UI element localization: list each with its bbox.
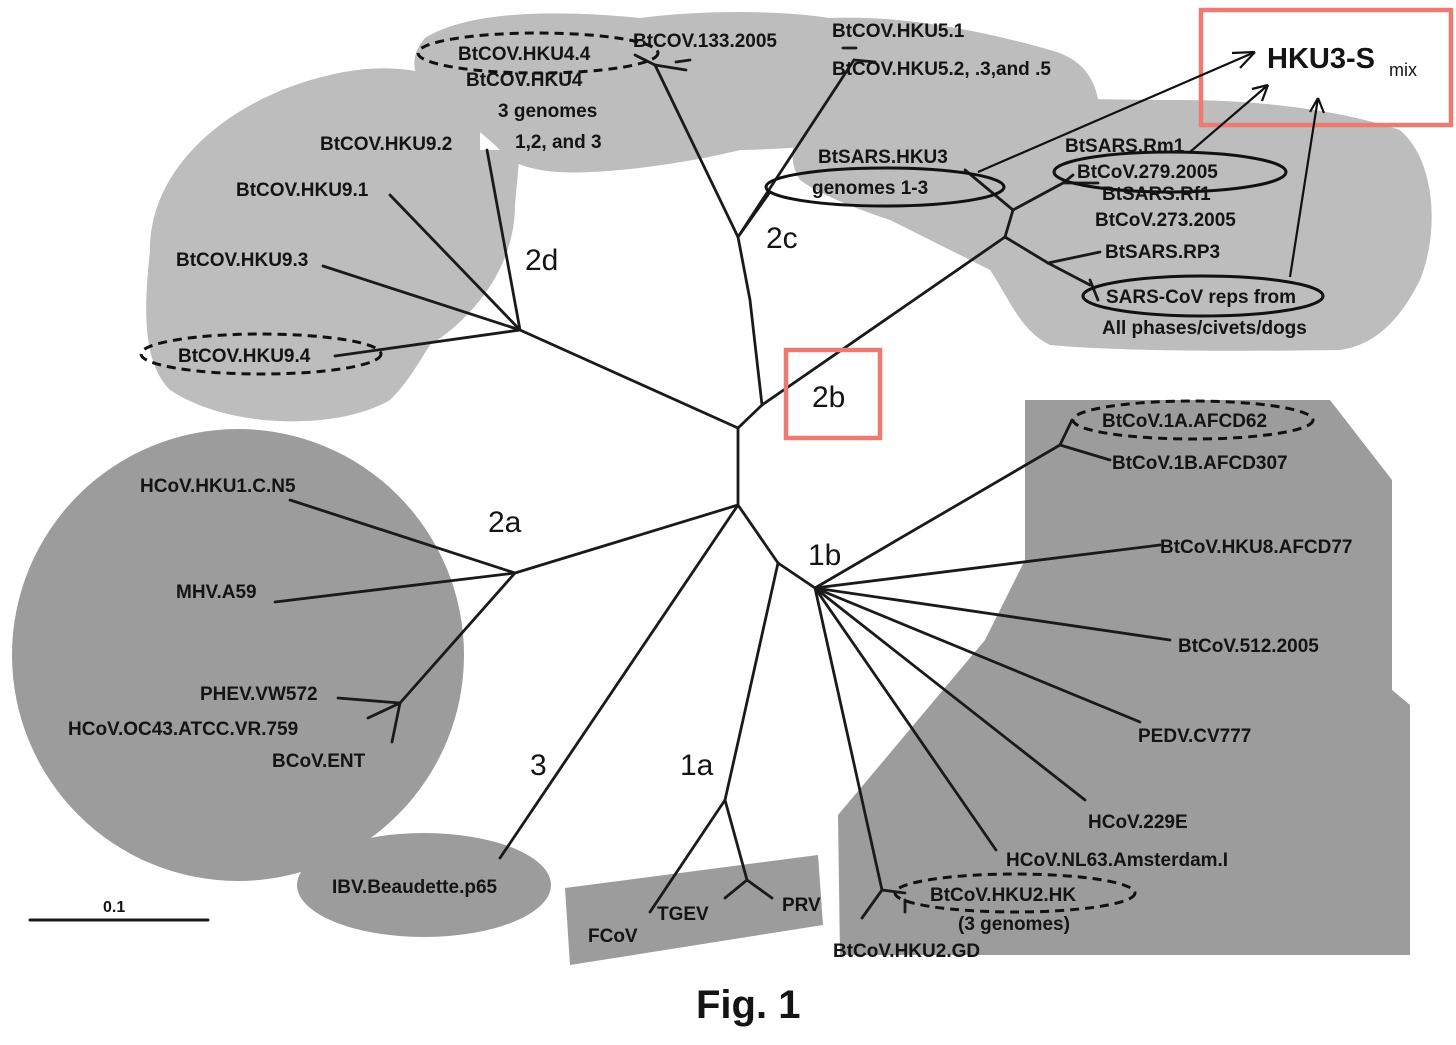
clade-label-3: 3 (530, 749, 547, 782)
hku3-highlight-box (1198, 7, 1454, 128)
tree-branches (28, 46, 1172, 922)
leaf-btcov-hku8: BtCoV.HKU8.AFCD77 (1160, 537, 1353, 558)
highlights (783, 7, 1454, 441)
sars-reps-marker (1081, 274, 1325, 318)
leaf-btcov-133: BtCOV.133.2005 (633, 31, 777, 52)
hku3-s-title-main: HKU3-S (1267, 43, 1375, 75)
leaf-btcov-hku2-hk: BtCoV.HKU2.HK (930, 885, 1076, 906)
leaf-tgev: TGEV (657, 904, 709, 925)
figure-caption: Fig. 1 (696, 983, 800, 1027)
arrow-from-sars-reps (1288, 97, 1320, 278)
leaf-btsars-rp3: BtSARS.RP3 (1105, 242, 1220, 263)
leaf-markers (139, 31, 1325, 914)
leaf-sars-phases: All phases/civets/dogs (1102, 318, 1307, 339)
btcov-hku2-marker (893, 872, 1137, 914)
clade-3-background (297, 833, 551, 937)
leaf-hku4-4: BtCOV.HKU4.4 (458, 44, 591, 65)
leaf-bcov: BCoV.ENT (272, 751, 366, 772)
leaf-btcov-273: BtCoV.273.2005 (1095, 210, 1236, 231)
leaf-fcov: FCoV (588, 926, 638, 947)
leaf-hcov-hku1: HCoV.HKU1.C.N5 (140, 476, 296, 497)
leaf-hku9-1: BtCOV.HKU9.1 (236, 180, 369, 201)
leaf-hku4-genomes: 3 genomes (498, 101, 597, 122)
clade-labels: 2d 2c 2b 2a 1b 1a 3 (488, 222, 845, 782)
hku9-4-marker (139, 332, 383, 376)
leaf-btcov-279: BtCoV.279.2005 (1077, 162, 1218, 183)
leaf-hku9-4: BtCOV.HKU9.4 (178, 346, 311, 367)
leaf-btcov-hku2-gd: BtCoV.HKU2.GD (833, 941, 980, 962)
hku3-s-mix-title: HKU3-S mix (1267, 43, 1417, 80)
leaf-hcov-nl63: HCoV.NL63.Amsterdam.I (1006, 850, 1228, 871)
clade-2b-highlight-box (783, 347, 883, 441)
leaf-sars-reps: SARS-CoV reps from (1106, 287, 1296, 308)
leaf-hku5-1: BtCOV.HKU5.1 (832, 21, 965, 42)
clade-1b-background (838, 400, 1410, 955)
clade-2a-background (12, 429, 464, 881)
leaf-hku4-genome-ids: 1,2, and 3 (515, 132, 602, 153)
clade-label-1a: 1a (680, 749, 714, 782)
leaf-btsars-rm1: BtSARS.Rm1 (1065, 136, 1185, 157)
leaf-hku2-genomes: (3 genomes) (958, 914, 1070, 935)
hku3-genomes-marker (764, 166, 1006, 208)
leaf-mhv: MHV.A59 (176, 582, 257, 603)
leaf-btcov-512: BtCoV.512.2005 (1178, 636, 1319, 657)
leaf-btcov-1b: BtCoV.1B.AFCD307 (1112, 453, 1288, 474)
leaf-pedv: PEDV.CV777 (1138, 726, 1251, 747)
leaf-hku5-2: BtCOV.HKU5.2, .3,and .5 (832, 59, 1051, 80)
clade-label-1b: 1b (808, 539, 841, 572)
clade-1a-background (565, 855, 823, 965)
clade-label-2a: 2a (488, 506, 522, 539)
arrow-from-hku3 (977, 50, 1256, 174)
btcov-1a-marker (1071, 399, 1315, 441)
leaf-labels: BtCOV.HKU4.4 BtCOV.133.2005 BtCOV.HKU4 3… (68, 21, 1353, 962)
arrow-from-btcov-279 (1189, 84, 1269, 153)
leaf-phev: PHEV.VW572 (200, 684, 318, 705)
leaf-hku3-genomes: genomes 1-3 (812, 178, 928, 199)
leaf-hku4: BtCOV.HKU4 (466, 70, 583, 91)
hku3-s-title-subscript: mix (1389, 60, 1417, 80)
btcov-279-marker (1052, 150, 1288, 194)
hku4-4-marker (416, 31, 660, 75)
leaf-btcov-1a: BtCoV.1A.AFCD62 (1102, 411, 1267, 432)
leaf-prv: PRV (782, 895, 821, 916)
clade-label-2d: 2d (525, 244, 558, 277)
leaf-hku9-3: BtCOV.HKU9.3 (176, 250, 308, 271)
clade-label-2c: 2c (766, 222, 798, 255)
clade-label-2b: 2b (812, 381, 845, 414)
scale-bar-label: 0.1 (103, 899, 125, 916)
leaf-hku9-2: BtCOV.HKU9.2 (320, 134, 452, 155)
leaf-btsars-hku3: BtSARS.HKU3 (818, 147, 948, 168)
leaf-ibv: IBV.Beaudette.p65 (332, 877, 498, 898)
leaf-hcov-229e: HCoV.229E (1088, 812, 1188, 833)
leaf-btsars-rf1: BtSARS.Rf1 (1102, 184, 1211, 205)
clade-2d-background (146, 68, 521, 422)
leaf-hcov-oc43: HCoV.OC43.ATCC.VR.759 (68, 719, 298, 740)
